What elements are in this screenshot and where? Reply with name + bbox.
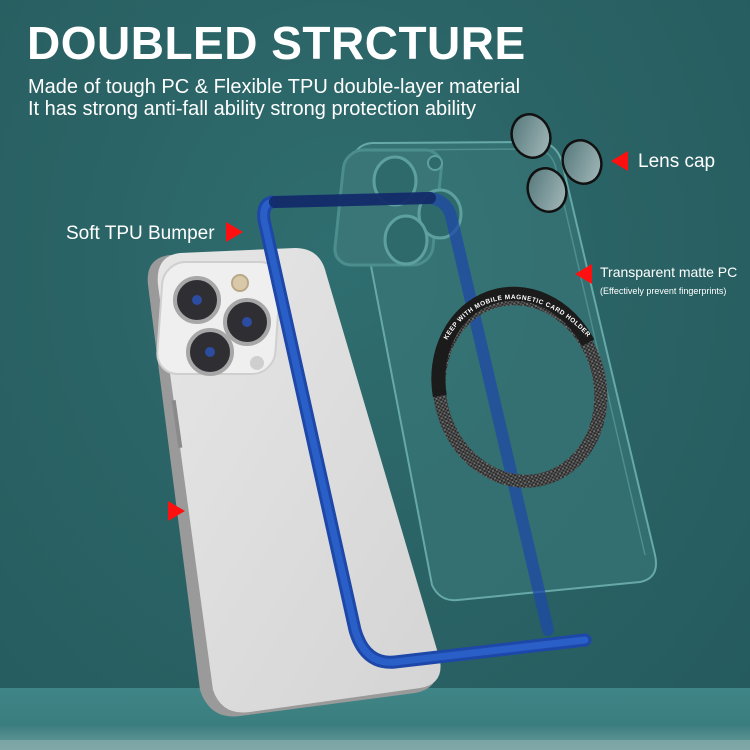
transparent-pc-arrow-icon <box>575 264 592 284</box>
page-title: DOUBLED STRCTURE <box>27 17 526 69</box>
phone-frame-arrow-icon <box>168 501 185 521</box>
blue-tpu-bumper <box>257 192 592 669</box>
subtitle-line-2: It has strong anti-fall ability strong p… <box>28 98 476 120</box>
transparent-pc-note: (Effectively prevent fingerprints) <box>600 286 727 296</box>
lens-caps <box>510 113 603 213</box>
lens-cap-label: Lens cap <box>638 151 716 172</box>
lens-cap-arrow-icon <box>611 151 628 171</box>
silver-phone <box>147 248 441 717</box>
glass-floor <box>0 688 750 750</box>
magsafe-ring <box>431 286 608 488</box>
soft-bumper-arrow-icon <box>226 222 243 242</box>
transparent-pc-case <box>333 140 657 602</box>
transparent-pc-label: Transparent matte PC <box>600 264 738 280</box>
subtitle-line-1: Made of tough PC & Flexible TPU double-l… <box>28 76 521 98</box>
floor-edge <box>0 740 750 750</box>
soft-bumper-label: Soft TPU Bumper <box>66 223 215 244</box>
